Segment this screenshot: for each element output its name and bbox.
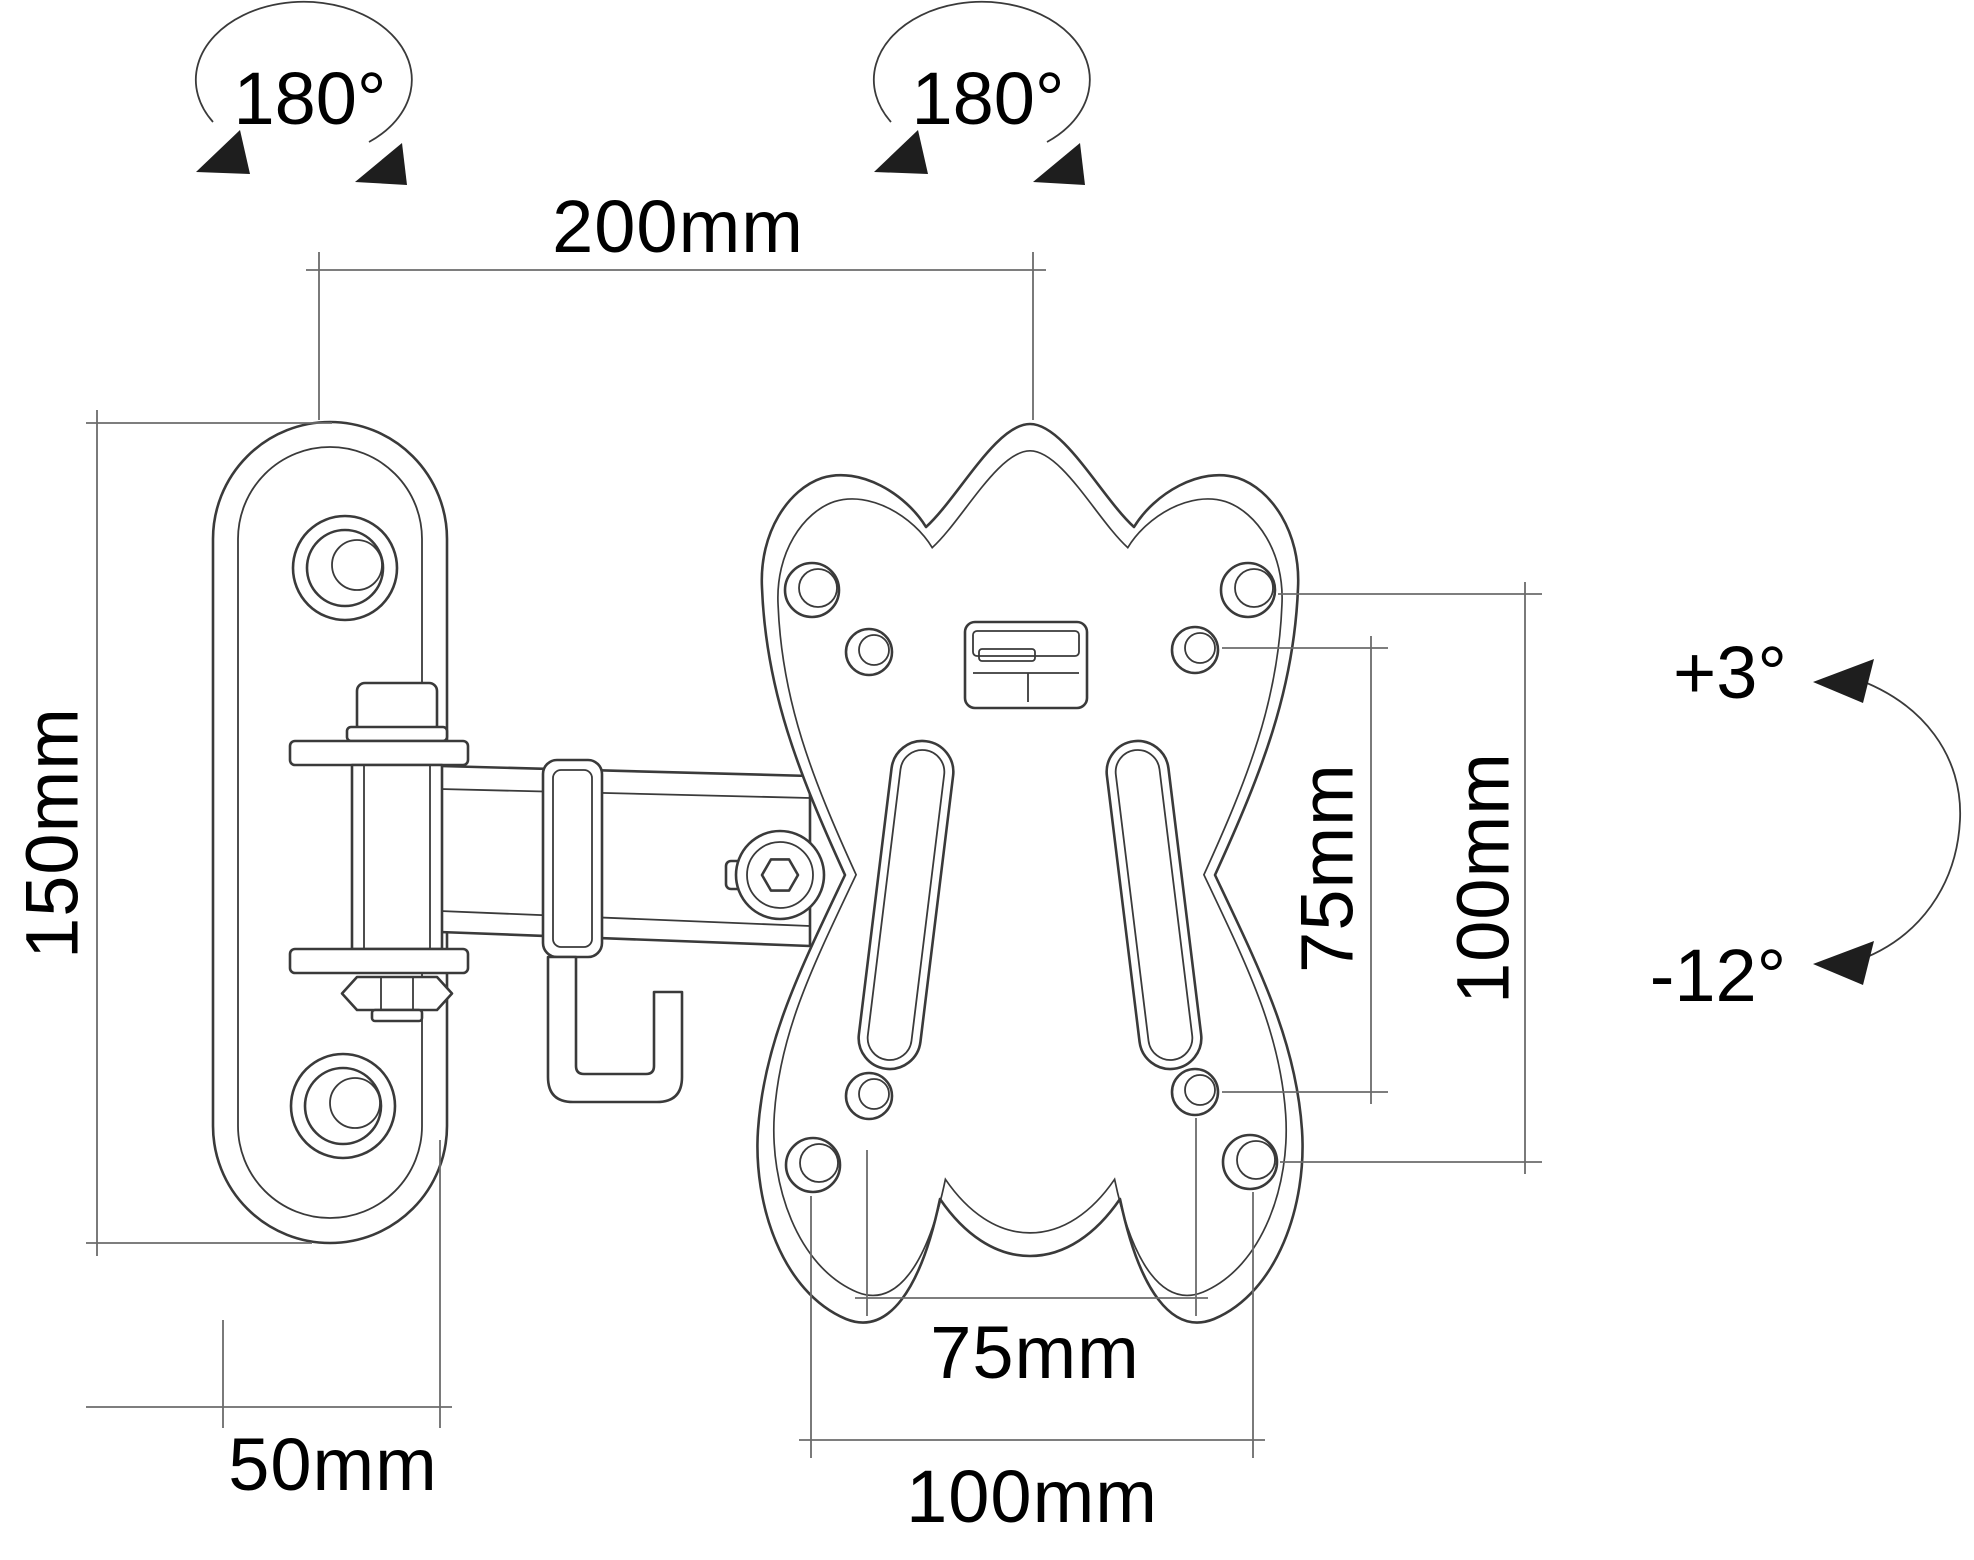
dim-reach-200-label: 200mm — [552, 185, 804, 268]
swivel-left-arc — [194, 0, 413, 143]
dim-vesa-height-75: 75mm — [1222, 636, 1388, 1104]
tilt-arc — [1850, 676, 1961, 964]
dim-plate-width-50: 50mm — [86, 1140, 452, 1506]
dim-plate-height-150: 150mm — [11, 410, 332, 1256]
vesa-center-latch — [963, 620, 1089, 710]
cable-clip-hook — [546, 955, 684, 1104]
swivel-range-left: 180° — [194, 0, 413, 185]
hinge-joint — [288, 681, 470, 1023]
wall-plate-top-hole — [291, 514, 399, 622]
vesa-plate-inner-outline — [772, 449, 1288, 1297]
swivel-range-right: 180° — [872, 0, 1091, 185]
screw-hex-socket — [760, 858, 800, 892]
hinge-bolt-cap — [355, 681, 439, 735]
swivel-right-label: 180° — [911, 57, 1064, 140]
wall-plate-bottom-hole — [289, 1052, 397, 1160]
hinge-washer-top — [345, 725, 449, 743]
hinge-lower-flange — [288, 947, 470, 975]
swivel-left-label: 180° — [233, 57, 386, 140]
dim-vesa-width-75: 75mm — [855, 1118, 1208, 1394]
dim-vesa-width-100: 100mm — [799, 1192, 1265, 1538]
dim-vesa-height-100: 100mm — [1278, 582, 1542, 1174]
swivel-right-arc — [872, 0, 1091, 143]
swivel-left-arrowhead-right — [355, 143, 407, 185]
swivel-left-arrowhead-left — [196, 130, 250, 174]
hinge-hex-nut — [340, 975, 454, 1012]
tilt-up-label: +3° — [1673, 631, 1787, 714]
dim-vesa-height-100-label: 100mm — [1442, 752, 1525, 1004]
vesa-slot-left — [857, 739, 955, 1071]
tilt-arrowhead-up — [1813, 659, 1874, 703]
tilt-range: +3° -12° — [1650, 631, 1961, 1017]
vesa-100-holes — [783, 561, 1279, 1194]
vesa-plate-outer-outline — [756, 422, 1304, 1324]
screw-head — [734, 829, 826, 921]
tilt-pivot-screw — [724, 829, 826, 921]
tilt-arrowhead-down — [1813, 941, 1874, 985]
hinge-upper-flange — [288, 739, 470, 767]
swivel-right-arrowhead-left — [874, 130, 928, 174]
dim-plate-height-150-label: 150mm — [11, 707, 94, 959]
dim-plate-width-50-label: 50mm — [228, 1423, 438, 1506]
dim-reach-200: 200mm — [306, 185, 1046, 420]
dim-vesa-width-75-label: 75mm — [930, 1311, 1140, 1394]
swivel-arm — [438, 758, 812, 1104]
hinge-cylinder — [350, 763, 444, 951]
vesa-slot-right — [1105, 739, 1203, 1071]
vesa-75-holes — [844, 625, 1220, 1121]
tilt-down-label: -12° — [1650, 934, 1787, 1017]
hinge-washer-bottom — [370, 1008, 424, 1023]
arm-clamp — [541, 758, 604, 959]
dim-vesa-width-100-label: 100mm — [906, 1455, 1158, 1538]
vesa-plate — [756, 422, 1304, 1324]
swivel-right-arrowhead-right — [1033, 143, 1085, 185]
dim-vesa-height-75-label: 75mm — [1286, 763, 1369, 973]
